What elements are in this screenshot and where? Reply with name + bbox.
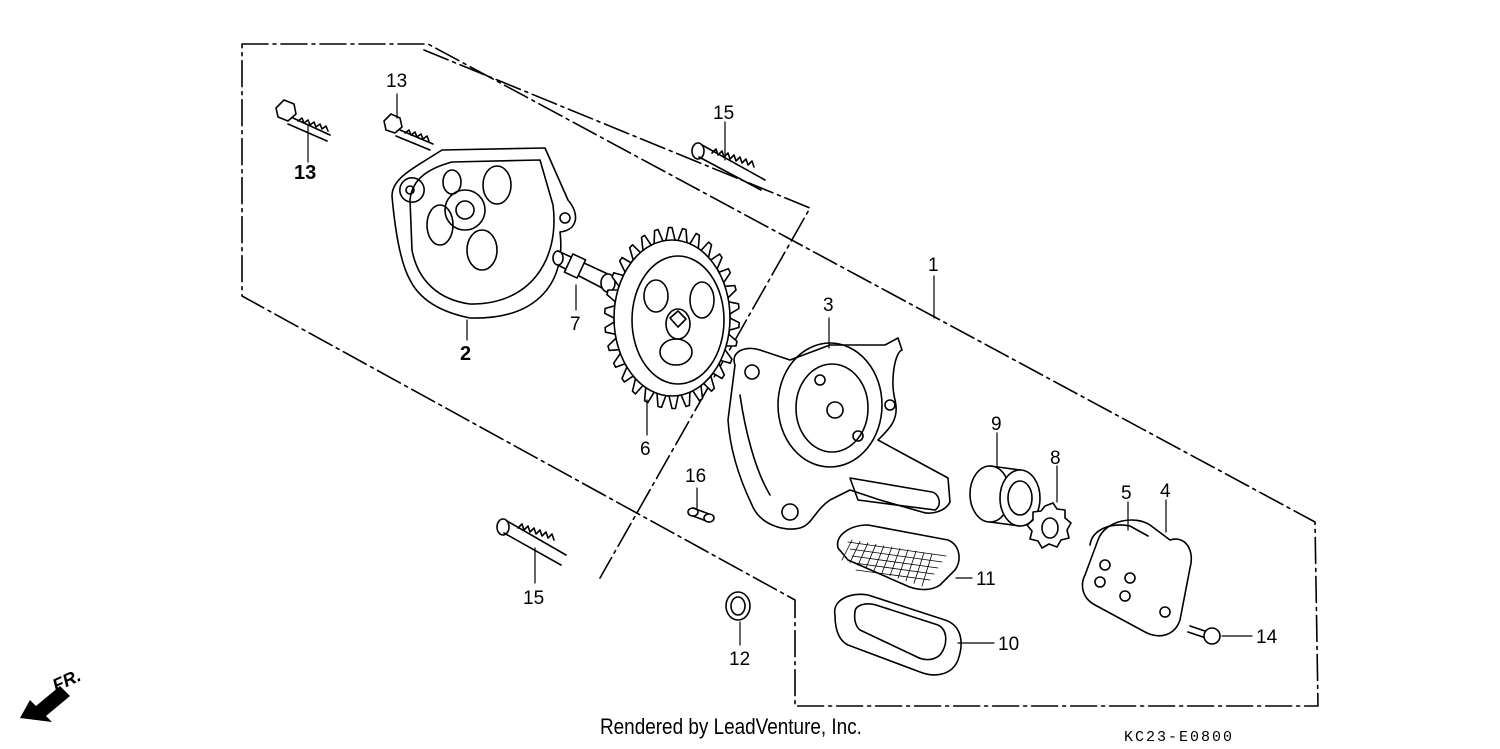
strainer-gasket-10 xyxy=(834,593,962,676)
callout-5: 5 xyxy=(1121,483,1132,504)
pump-body-3 xyxy=(727,337,951,530)
callout-1: 1 xyxy=(928,255,939,276)
bolt-15-lower xyxy=(496,518,567,566)
bolt-15-upper xyxy=(691,142,766,191)
credit-text: Rendered by LeadVenture, Inc. xyxy=(600,714,862,739)
screen-mesh-line xyxy=(855,569,931,581)
screw-14 xyxy=(1187,625,1221,645)
driven-gear-6 xyxy=(604,226,740,410)
callout-3: 3 xyxy=(823,295,834,316)
callout-4: 4 xyxy=(1160,481,1171,502)
callout-12: 12 xyxy=(729,649,750,670)
callout-labels: 1 2 3 4 5 6 7 8 9 10 11 12 13 13 14 15 1… xyxy=(294,71,1278,670)
o-ring-12 xyxy=(725,591,751,621)
outer-rotor-9 xyxy=(969,465,1041,527)
screen-mesh-line xyxy=(897,549,909,579)
screen-mesh-line xyxy=(853,562,935,575)
screen-mesh-line xyxy=(849,541,861,563)
pump-cover-2 xyxy=(391,147,577,319)
callout-15-lower: 15 xyxy=(523,588,544,609)
callout-6: 6 xyxy=(640,439,651,460)
callout-7: 7 xyxy=(570,314,581,335)
strainer-screen-11 xyxy=(836,524,960,591)
callout-14: 14 xyxy=(1256,627,1278,648)
callout-9: 9 xyxy=(991,414,1002,435)
callout-2: 2 xyxy=(460,343,471,365)
callout-10: 10 xyxy=(998,634,1019,655)
screen-mesh-line xyxy=(865,543,877,569)
screen-mesh-line xyxy=(921,553,933,587)
screen-mesh-line xyxy=(851,555,939,569)
screen-mesh-line xyxy=(841,539,853,561)
front-direction-arrow: FR. xyxy=(20,665,84,722)
callout-13-left: 13 xyxy=(294,162,316,184)
shaft-7 xyxy=(552,250,616,293)
pump-plates-4-5 xyxy=(1081,519,1192,637)
callout-13-upper: 13 xyxy=(386,71,407,92)
diagram-code: KC23-E0800 xyxy=(1124,729,1235,746)
callout-8: 8 xyxy=(1050,448,1061,469)
leader-lines xyxy=(307,93,1253,646)
bolt-13-upper xyxy=(383,113,434,151)
screen-mesh-line xyxy=(905,550,917,582)
callout-11: 11 xyxy=(976,569,996,590)
callout-16: 16 xyxy=(685,466,706,487)
inner-rotor-8 xyxy=(1026,502,1072,549)
screen-mesh-line xyxy=(857,542,869,566)
assembly-boundary xyxy=(241,43,1319,707)
screen-mesh-line xyxy=(847,541,947,557)
screen-mesh-line xyxy=(849,548,943,563)
callout-15-upper: 15 xyxy=(713,103,734,124)
dowel-pin-16 xyxy=(687,507,715,523)
screen-mesh-line xyxy=(881,546,893,574)
bolt-13-left xyxy=(275,99,331,142)
